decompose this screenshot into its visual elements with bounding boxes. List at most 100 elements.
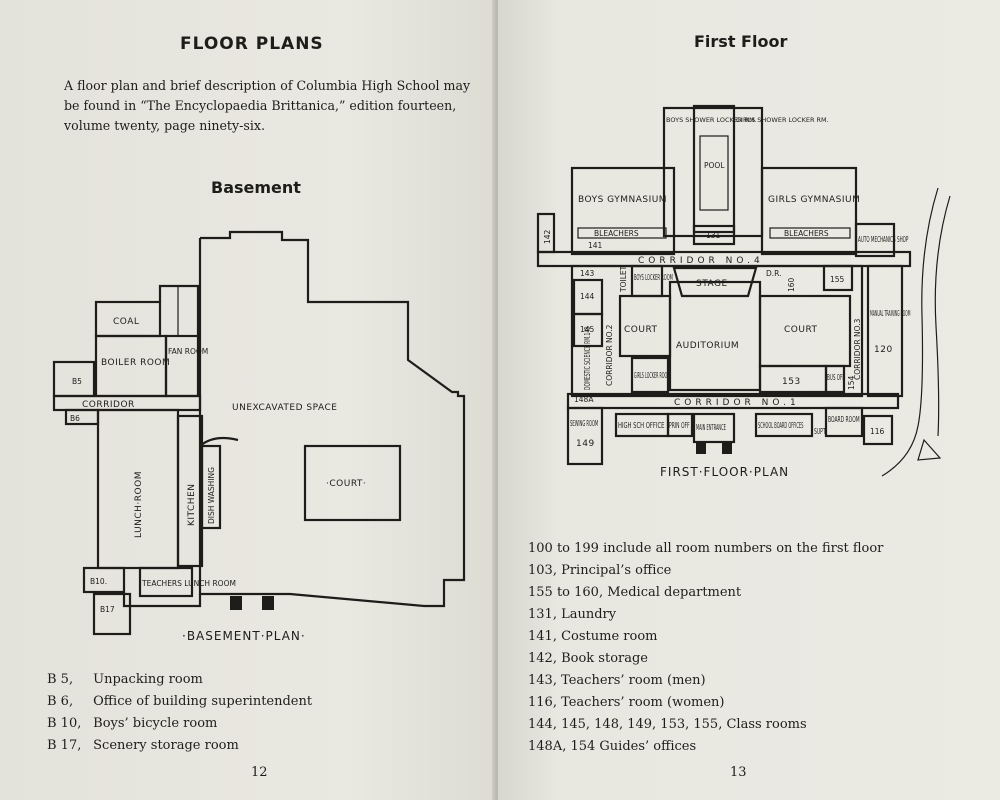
legend-item: 103, Principal’s office	[528, 563, 672, 578]
auditorium	[668, 280, 762, 392]
page-number-left: 12	[251, 765, 268, 780]
legend-item: 155 to 160, Medical department	[528, 585, 742, 600]
unexcavated-outline	[198, 230, 466, 608]
auto-shop-label: AUTO MECHANICS SHOP	[858, 236, 909, 245]
b17-room	[92, 592, 132, 636]
legend-item: B 5, Unpacking room	[47, 672, 203, 687]
basement-heading: Basement	[211, 178, 301, 197]
legend-item: 144, 145, 148, 149, 153, 155, Class room…	[528, 717, 807, 732]
lunch-room-label: LUNCH·ROOM	[134, 471, 144, 538]
room-160-label: 160	[787, 277, 796, 292]
auto-shop	[854, 222, 896, 258]
b5-room	[52, 360, 96, 398]
corridor-3-label: CORRIDOR NO.3	[853, 318, 862, 380]
sewing-room	[566, 406, 604, 466]
room-120-label: 120	[874, 345, 893, 355]
principal-office-label: PRIN OFF	[669, 422, 690, 430]
entrance-step-a	[696, 442, 706, 454]
boys-gymnasium	[570, 166, 676, 256]
main-body	[570, 264, 864, 398]
school-board-label: SCHOOL BOARD OFFICES	[758, 423, 804, 431]
kitchen-passage	[199, 436, 239, 447]
first-floor-heading: First Floor	[694, 32, 788, 51]
girls-bleachers-label: BLEACHERS	[784, 229, 829, 238]
boys-locker-label: BOYS LOCKER ROOM	[634, 275, 673, 283]
driveway-island	[917, 438, 942, 461]
room-149-label: 149	[576, 439, 595, 449]
supt-label: SUPT.	[814, 428, 827, 436]
driveway-curve-inner	[934, 195, 951, 437]
sewing-room-label: SEWING ROOM	[570, 421, 598, 429]
room-116	[862, 414, 894, 446]
room-145	[572, 312, 604, 348]
entrance-step-b	[722, 442, 732, 454]
main-entrance	[692, 412, 736, 444]
high-school-office-label: HIGH SCH OFFICE	[618, 421, 664, 430]
girls-bleachers	[769, 227, 851, 239]
teachers-lunch-room	[138, 566, 194, 598]
girls-gymnasium	[760, 166, 858, 256]
board-room	[824, 406, 864, 438]
room-153-label: 153	[782, 377, 801, 387]
right-page: First Floor	[498, 0, 1000, 800]
auditorium-label: AUDITORIUM	[676, 341, 739, 351]
girls-gym-label: GIRLS GYMNASIUM	[768, 195, 860, 205]
board-room-label: BOARD ROOM	[828, 416, 860, 424]
room-155	[822, 264, 854, 292]
room-148a-label: 148A	[574, 395, 594, 404]
b17-label: B17	[100, 605, 115, 614]
boiler-room-label: BOILER ROOM	[101, 358, 170, 368]
basement-plan: COAL BOILER ROOM FAN ROOM B5 CORRIDOR B6…	[52, 230, 466, 643]
b10-room	[82, 566, 126, 594]
legend-item: 142, Book storage	[528, 651, 648, 666]
school-board-offices	[754, 412, 814, 438]
pool-wing	[662, 106, 764, 238]
boys-gym-label: BOYS GYMNASIUM	[578, 195, 667, 205]
basement-corridor-label: CORRIDOR	[82, 400, 135, 410]
fan-room-label: FAN ROOM	[168, 347, 208, 356]
b6-label: B6	[70, 414, 80, 423]
room-131	[692, 224, 736, 246]
shaft-wall	[158, 284, 200, 336]
girls-locker-room	[630, 356, 670, 394]
pool-label: POOL	[704, 161, 725, 170]
legend-item: B 10, Boys’ bicycle room	[47, 716, 218, 731]
coal-label: COAL	[113, 317, 139, 327]
corridor-4-label: CORRIDOR NO.4	[638, 256, 764, 266]
room-154-label: 154	[847, 375, 856, 390]
stair-b	[262, 596, 274, 610]
teachers-lunch-label: TEACHERS LUNCH ROOM	[141, 579, 236, 588]
boys-locker-room	[630, 264, 664, 298]
main-entrance-label: MAIN ENTRANCE	[696, 425, 726, 433]
page-title: FLOOR PLANS	[180, 34, 324, 54]
driveway-curve	[881, 187, 939, 477]
intro-text: A floor plan and brief description of Co…	[64, 78, 471, 133]
corridor-1-label: CORRIDOR NO.1	[674, 398, 800, 408]
west-court-label: COURT	[624, 325, 658, 335]
principal-office	[666, 412, 694, 438]
toilet-label: TOILET	[619, 265, 628, 293]
manual-training-label: MANUAL TRAINING ROOM	[870, 311, 910, 319]
boys-bleachers	[577, 227, 667, 239]
unexcavated-label: UNEXCAVATED SPACE	[232, 403, 337, 413]
stage-label: STAGE	[696, 279, 728, 289]
girls-locker-label: GIRLS LOCKER ROOM	[634, 373, 670, 381]
b10-label: B10.	[90, 577, 107, 586]
room-142-label: 142	[543, 229, 552, 244]
legend-item: B 17, Scenery storage room	[47, 738, 239, 753]
boys-shower-label: BOYS SHOWER LOCKER RM.	[666, 116, 757, 124]
room-116-label: 116	[870, 427, 885, 436]
room-155-label: 155	[830, 275, 845, 284]
legend-item: 143, Teachers’ room (men)	[528, 673, 706, 688]
room-143-label: 143	[580, 269, 595, 278]
left-page: FLOOR PLANS A floor plan and brief descr…	[0, 0, 496, 800]
court-label: ·COURT·	[326, 479, 366, 489]
court-outline	[303, 444, 402, 522]
basement-legend: B 5, Unpacking room B 6, Office of build…	[47, 669, 312, 757]
domestic-science-label: DOMESTIC SCIENCE RM.148	[584, 327, 592, 390]
legend-item: 148A, 154 Guides’ offices	[528, 739, 697, 754]
room-131-label: 131	[706, 231, 721, 240]
first-floor-legend: 100 to 199 include all room numbers on t…	[528, 538, 883, 758]
legend-item: 141, Costume room	[528, 629, 658, 644]
